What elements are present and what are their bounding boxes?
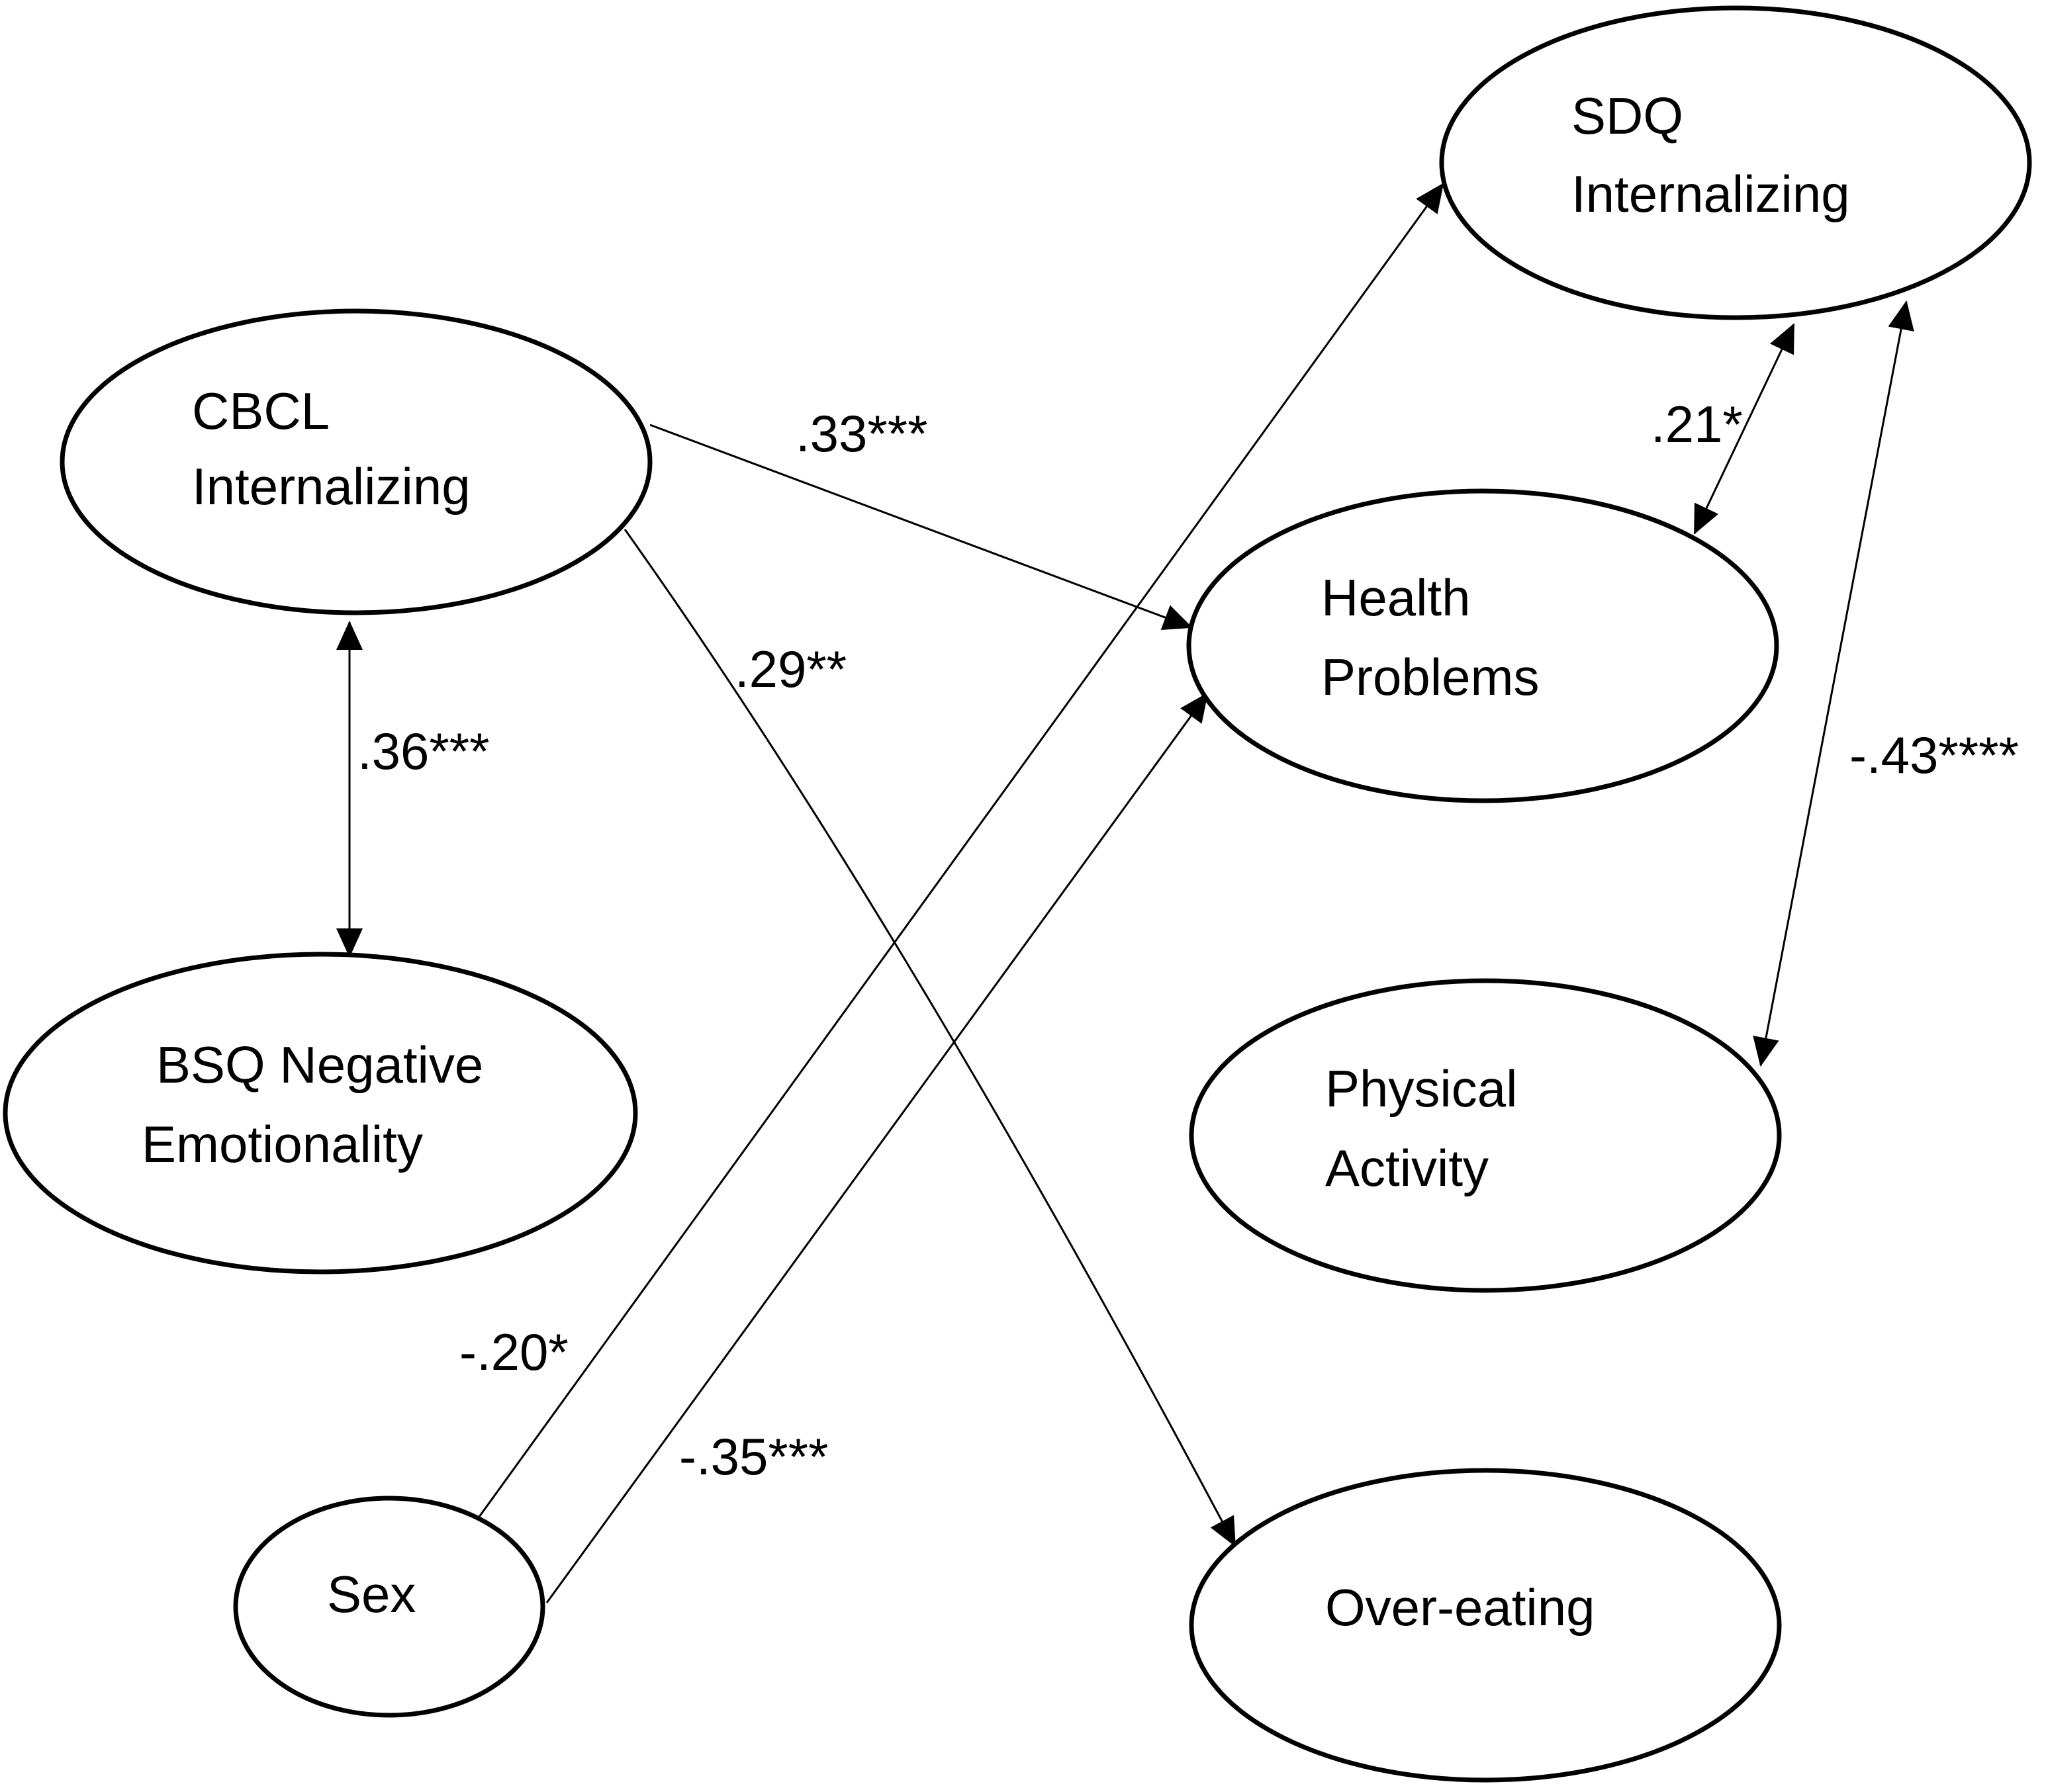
- node-ellipse: [1189, 978, 1782, 1293]
- edge-sex-sdq: [478, 183, 1444, 1517]
- node-label-line1: Physical: [1325, 1059, 1517, 1118]
- node-label-line2: Activity: [1325, 1139, 1489, 1197]
- coef-cbcl-overeating: .29**: [735, 640, 847, 698]
- edge-sdq-physical: [1753, 300, 1914, 1067]
- node-ellipse: [233, 1496, 545, 1718]
- coef-sdq-physical: -.43****: [1849, 726, 2019, 784]
- node-ellipse: [3, 952, 638, 1275]
- node-label-line1: Over-eating: [1325, 1578, 1595, 1636]
- node-health-problems: Health Problems: [1186, 488, 1779, 803]
- node-ellipse: [60, 308, 653, 615]
- node-label-line2: Problems: [1321, 648, 1539, 706]
- edge-cbcl-health: [649, 424, 1193, 631]
- edge-cbcl-overeating: [624, 529, 1236, 1547]
- node-label-line1: BSQ Negative: [156, 1036, 483, 1094]
- node-ellipse: [1189, 1468, 1782, 1783]
- node-sdq-internalizing: SDQ Internalizing: [1439, 5, 2032, 320]
- node-sex: Sex: [233, 1496, 545, 1718]
- coef-sex-health: -.35***: [679, 1427, 828, 1486]
- coefficients: .36*** .33*** .29** -.20* -.35*** .21* -…: [357, 395, 2019, 1486]
- coef-cbcl-bsq: .36***: [357, 722, 490, 780]
- node-label-line1: Health: [1321, 568, 1470, 627]
- edge-sex-health: [545, 692, 1209, 1603]
- edges: [336, 183, 1914, 1603]
- node-ellipse: [1439, 5, 2032, 320]
- node-label-line1: SDQ: [1571, 87, 1683, 145]
- node-cbcl-internalizing: CBCL Internalizing: [60, 308, 653, 615]
- node-ellipse: [1186, 488, 1779, 803]
- node-physical-activity: Physical Activity: [1189, 978, 1782, 1293]
- node-label-line2: Internalizing: [192, 457, 471, 515]
- coef-cbcl-health: .33***: [796, 404, 928, 463]
- node-bsq-negative-emotionality: BSQ Negative Emotionality: [3, 952, 638, 1275]
- node-label-line1: CBCL: [192, 382, 330, 440]
- node-label-line2: Emotionality: [142, 1115, 423, 1173]
- coef-sdq-health: .21*: [1651, 395, 1743, 453]
- node-over-eating: Over-eating: [1189, 1468, 1782, 1783]
- node-label-line1: Sex: [327, 1565, 416, 1623]
- node-label-line2: Internalizing: [1571, 165, 1850, 223]
- coef-sex-sdq: -.20*: [459, 1323, 569, 1381]
